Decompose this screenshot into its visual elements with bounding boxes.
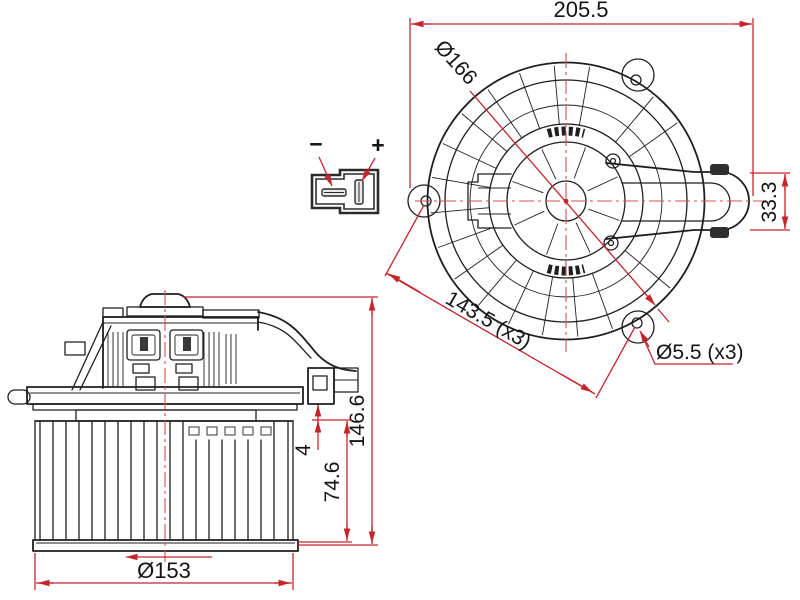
dim-gap: 4 bbox=[292, 404, 322, 456]
fan-fins bbox=[52, 420, 275, 541]
mount-hole-bottom-right bbox=[631, 317, 643, 329]
cage-slots bbox=[188, 426, 272, 436]
dim-hole-spacing: 143.5 (x3) bbox=[384, 204, 636, 399]
teeth-top bbox=[546, 126, 586, 138]
mount-arm bbox=[605, 162, 750, 240]
motor-body bbox=[64, 311, 359, 405]
arm-clip-top bbox=[710, 164, 729, 175]
mount-hole-top-right bbox=[630, 74, 642, 86]
right-brace bbox=[257, 311, 359, 405]
radial-ribs bbox=[430, 65, 678, 337]
connector-terminal-negative bbox=[321, 188, 347, 197]
mounting-flange bbox=[7, 386, 304, 422]
dim-body-diameter: Ø166 bbox=[430, 36, 670, 323]
dim-body-diameter-label: Ø166 bbox=[430, 36, 481, 90]
dim-total-height-label: 146.6 bbox=[346, 395, 369, 448]
dim-overall-width: 205.5 bbox=[409, 0, 754, 196]
connector-detail: − + bbox=[309, 131, 385, 215]
side-view: 146.6 74.6 4 Ø153 bbox=[7, 290, 378, 590]
connector-minus-label: − bbox=[309, 131, 322, 157]
hub-ribs bbox=[512, 147, 620, 255]
terminal-fork-right bbox=[169, 329, 204, 391]
mount-ears bbox=[407, 58, 655, 344]
arm-clip-bottom bbox=[710, 227, 729, 238]
connector-outline bbox=[310, 168, 380, 215]
connector-terminal-positive bbox=[354, 179, 364, 205]
dim-arm-height-label: 33.3 bbox=[758, 182, 781, 223]
dim-fan-height: 74.6 bbox=[298, 419, 352, 543]
dim-hole-diameter: Ø5.5 (x3) bbox=[639, 330, 744, 365]
left-brace bbox=[71, 321, 112, 391]
terminal-fork-left bbox=[126, 329, 161, 391]
dim-hole-diameter-label: Ø5.5 (x3) bbox=[656, 341, 744, 364]
dim-overall-width-label: 205.5 bbox=[553, 0, 608, 22]
hub-screws bbox=[603, 153, 621, 251]
connector-plus-label: + bbox=[371, 132, 384, 158]
dim-fan-diameter: Ø153 bbox=[34, 553, 294, 590]
dim-gap-label: 4 bbox=[292, 444, 315, 456]
motor-cap bbox=[139, 293, 191, 308]
front-view: 205.5 Ø166 33.3 143.5 (x3) bbox=[384, 0, 790, 399]
teeth-bottom bbox=[546, 264, 586, 276]
dim-fan-diameter-label: Ø153 bbox=[137, 558, 191, 583]
dim-arm-height: 33.3 bbox=[750, 172, 790, 231]
dim-fan-height-label: 74.6 bbox=[321, 462, 344, 503]
dim-total-height: 146.6 bbox=[183, 296, 378, 546]
